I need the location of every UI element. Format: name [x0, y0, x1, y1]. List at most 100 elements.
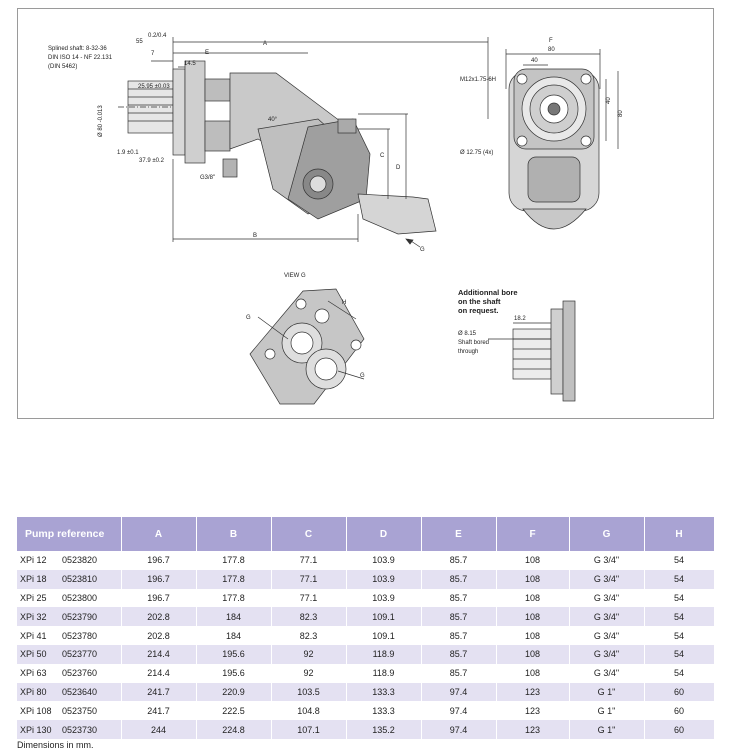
cell-b: 222.5: [196, 701, 272, 721]
dim-40deg-label: 40°: [268, 117, 278, 123]
bore-note-line-3: on request.: [458, 306, 498, 315]
shaft-bored-line-1: Shaft bored: [458, 340, 489, 346]
pump-code: 0523760: [62, 668, 98, 679]
cell-h: 54: [644, 569, 715, 589]
cell-c: 92: [271, 663, 347, 683]
cell-reference: XPi 18 0523810: [17, 569, 122, 589]
technical-drawing-frame: Splined shaft: 8-32-36 DIN ISO 14 - NF 2…: [17, 8, 714, 419]
cell-g: G 3/4": [569, 626, 645, 645]
dim-e-label: E: [205, 50, 209, 56]
pump-name: XPi 108: [20, 705, 52, 716]
cell-b: 220.9: [196, 682, 272, 702]
bore-dim-8-15: Ø 8.15: [458, 331, 477, 337]
cell-e: 85.7: [421, 626, 497, 645]
cell-d: 103.9: [346, 588, 422, 608]
bore-dim-18-2: 18.2: [514, 316, 526, 322]
dim-40-side-label: 40: [606, 97, 612, 104]
header-f: F: [496, 517, 570, 551]
cell-h: 60: [644, 701, 715, 721]
dim-40-top-label: 40: [531, 58, 538, 64]
cell-g: G 3/4": [569, 569, 645, 589]
cell-g: G 3/4": [569, 663, 645, 683]
thread-m12-label: M12x1.75-6H: [460, 77, 496, 83]
dim-80-side-label: 80: [618, 110, 624, 117]
header-h: H: [644, 517, 715, 551]
pump-code: 0523820: [62, 555, 98, 566]
dim-a-label: A: [263, 41, 267, 47]
dim-25-95-label: 25.95 ±0.03: [138, 84, 170, 90]
cell-f: 123: [496, 701, 570, 721]
cell-h: 54: [644, 551, 715, 570]
cell-d: 133.3: [346, 682, 422, 702]
pump-code: 0523730: [62, 724, 98, 735]
cell-f: 108: [496, 644, 570, 664]
view-g-arrow-label: G: [420, 247, 425, 253]
cell-h: 60: [644, 720, 715, 739]
view-g-title: VIEW G: [284, 273, 306, 279]
pump-name: XPi 50: [20, 649, 47, 660]
cell-e: 97.4: [421, 682, 497, 702]
cell-g: G 1": [569, 720, 645, 739]
cell-e: 97.4: [421, 720, 497, 739]
dim-b-label: B: [253, 233, 257, 239]
cell-h: 54: [644, 588, 715, 608]
dim-37-9-label: 37.9 ±0.2: [139, 158, 165, 164]
pump-name: XPi 18: [20, 574, 47, 585]
cell-b: 177.8: [196, 569, 272, 589]
cell-c: 103.5: [271, 682, 347, 702]
cell-a: 202.8: [121, 626, 197, 645]
cell-c: 77.1: [271, 551, 347, 570]
cell-e: 85.7: [421, 551, 497, 570]
dim-80-label: Ø 80 -0.013: [98, 105, 104, 137]
cell-f: 123: [496, 720, 570, 739]
view-g-port-g2: G: [360, 373, 365, 379]
pump-name: XPi 130: [20, 724, 52, 735]
cell-g: G 3/4": [569, 588, 645, 608]
pump-code: 0523780: [62, 630, 98, 641]
dim-55-label: 55: [136, 39, 143, 45]
cell-d: 103.9: [346, 551, 422, 570]
cell-a: 241.7: [121, 682, 197, 702]
dim-7-label: 7: [151, 51, 155, 57]
cell-h: 60: [644, 682, 715, 702]
shaft-bored-line-2: through: [458, 349, 478, 355]
header-a: A: [121, 517, 197, 551]
header-b: B: [196, 517, 272, 551]
cell-a: 196.7: [121, 551, 197, 570]
splined-shaft-line-2: DIN ISO 14 - NF 22.131: [48, 55, 113, 61]
cell-e: 85.7: [421, 588, 497, 608]
cell-a: 241.7: [121, 701, 197, 721]
bore-note-line-2: on the shaft: [458, 297, 501, 306]
pump-name: XPi 25: [20, 592, 47, 603]
cell-f: 108: [496, 588, 570, 608]
pump-name: XPi 80: [20, 686, 47, 697]
pump-name: XPi 12: [20, 555, 47, 566]
cell-e: 85.7: [421, 569, 497, 589]
cell-e: 97.4: [421, 701, 497, 721]
cell-d: 109.1: [346, 607, 422, 627]
cell-b: 177.8: [196, 588, 272, 608]
cell-c: 92: [271, 644, 347, 664]
cell-c: 77.1: [271, 569, 347, 589]
cell-f: 108: [496, 569, 570, 589]
cell-reference: XPi 12 0523820: [17, 551, 122, 570]
pump-code: 0523810: [62, 574, 98, 585]
cell-a: 196.7: [121, 569, 197, 589]
cell-f: 108: [496, 663, 570, 683]
cell-a: 202.8: [121, 607, 197, 627]
cell-e: 85.7: [421, 644, 497, 664]
cell-f: 108: [496, 626, 570, 645]
cell-b: 184: [196, 626, 272, 645]
